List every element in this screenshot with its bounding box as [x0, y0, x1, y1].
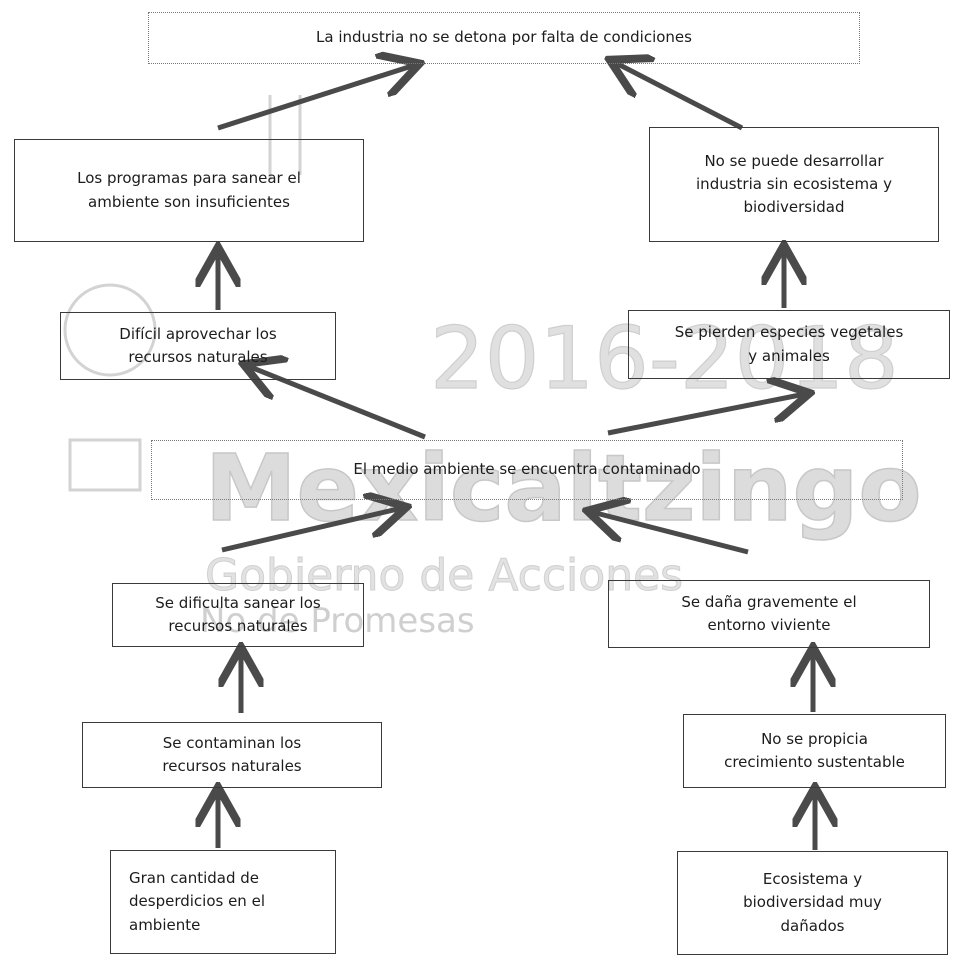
arrow-left-low1-to-center	[221, 508, 402, 553]
box-right-low2: No se propicia crecimiento sustentable	[683, 714, 946, 788]
arrow-right-low1-to-center	[592, 512, 749, 555]
box-left-low2: Se contaminan los recursos naturales	[82, 722, 382, 788]
watermark-slogan: Gobierno de Acciones	[205, 550, 683, 601]
watermark-tagline: No de Promesas	[200, 601, 475, 641]
box-top-effect: La industria no se detona por falta de c…	[148, 12, 860, 64]
box-right-low1: Se daña gravemente el entorno viviente	[608, 580, 930, 648]
arrow-center-to-right-mid	[607, 394, 805, 436]
box-left-bottom: Gran cantidad de desperdicios en el ambi…	[110, 850, 336, 954]
watermark-years: 2016-2018	[430, 309, 899, 409]
box-right-bottom: Ecosistema y biodiversidad muy dañados	[677, 851, 948, 955]
arrow-right-upper-to-top	[614, 62, 744, 131]
box-right-mid: Se pierden especies vegetales y animales	[628, 310, 950, 379]
box-left-low1: Se dificulta sanear los recursos natural…	[112, 583, 364, 647]
arrow-left-upper-to-top	[217, 65, 415, 131]
box-center-problem: El medio ambiente se encuentra contamina…	[151, 440, 903, 500]
arrow-center-to-left-mid	[248, 366, 426, 440]
box-left-upper: Los programas para sanear el ambiente so…	[14, 139, 364, 242]
box-right-upper: No se puede desarrollar industria sin ec…	[649, 127, 939, 242]
box-left-mid: Difícil aprovechar los recursos naturale…	[60, 312, 336, 380]
